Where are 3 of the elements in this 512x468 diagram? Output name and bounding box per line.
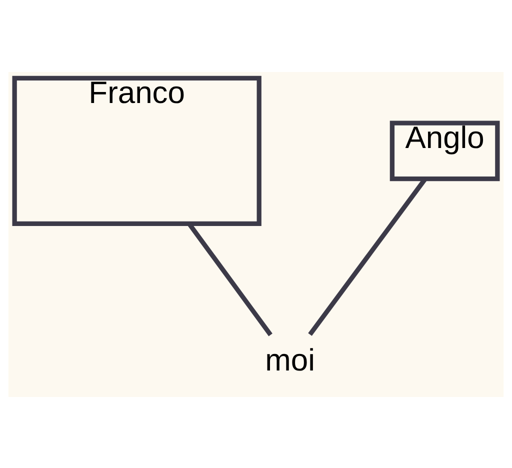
- node-box: Anglo: [390, 120, 500, 181]
- node-text: moi: [265, 342, 315, 378]
- node-box: Franco: [12, 75, 262, 226]
